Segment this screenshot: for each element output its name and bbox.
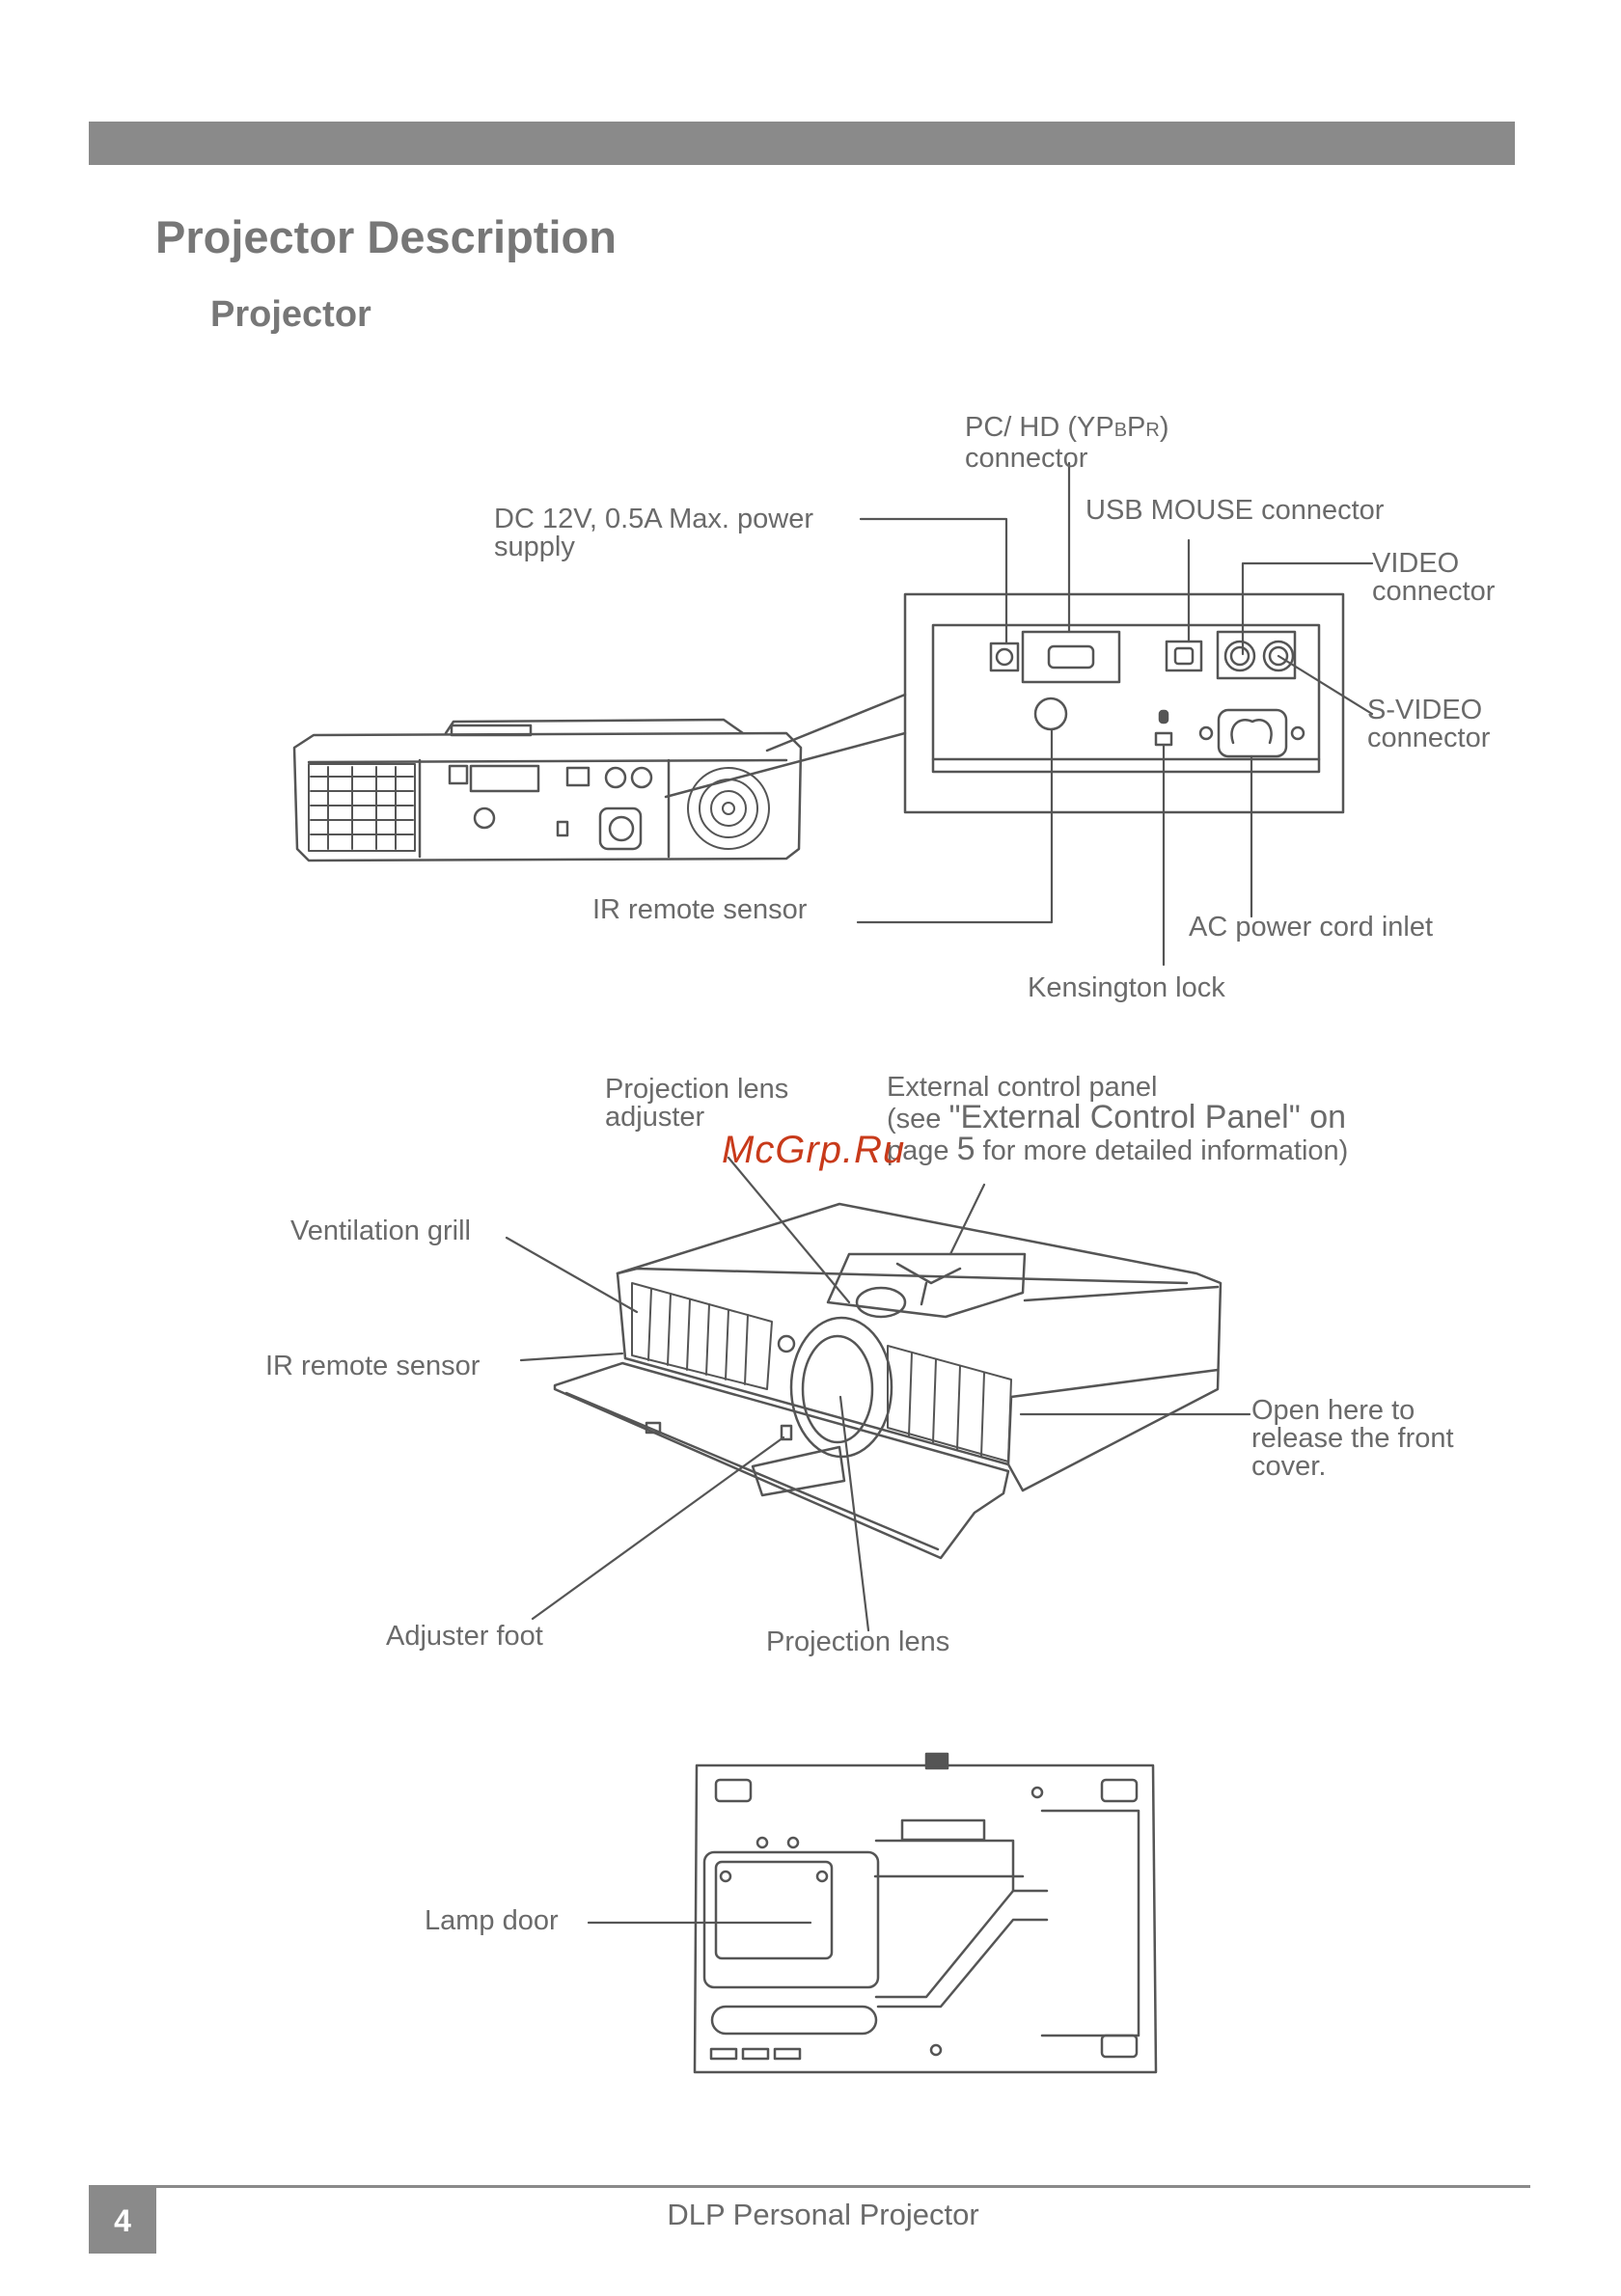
svideo-jack bbox=[1262, 640, 1295, 672]
header-bar bbox=[89, 122, 1515, 165]
page-number: 4 bbox=[89, 2188, 156, 2254]
kensington-lock-label: Kensington lock bbox=[1028, 972, 1225, 1003]
lamp-door-label: Lamp door bbox=[425, 1905, 559, 1936]
dc-power-jack bbox=[989, 642, 1020, 672]
footer-rule bbox=[89, 2185, 1530, 2188]
kensington-slot bbox=[1154, 731, 1173, 747]
ventilation-grill-label: Ventilation grill bbox=[290, 1216, 471, 1246]
section-title: Projector Description bbox=[155, 211, 617, 262]
vga-connector bbox=[1047, 644, 1095, 670]
rear-left-vent bbox=[308, 763, 416, 852]
front-view-drawing bbox=[553, 1202, 1223, 1560]
projection-lens-ring bbox=[789, 1316, 893, 1459]
rear-fan-grill bbox=[687, 767, 770, 850]
ir-remote-sensor-front-label: IR remote sensor bbox=[265, 1351, 481, 1381]
front-cover-release-label: Open here to release the front cover. bbox=[1251, 1395, 1454, 1482]
external-control-panel-label: External control panel(see "External Con… bbox=[887, 1072, 1349, 1167]
adjuster-foot-label: Adjuster foot bbox=[386, 1621, 543, 1652]
pc-hd-connector-label: PC/ HD (YPBPR)connector bbox=[965, 412, 1169, 474]
front-vent-grill bbox=[631, 1282, 1012, 1462]
subsection-title: Projector bbox=[210, 294, 371, 335]
ir-sensor-front bbox=[777, 1334, 796, 1353]
ir-sensor-rear bbox=[1033, 697, 1068, 731]
svideo-connector-label: S-VIDEO connector bbox=[1367, 695, 1491, 753]
video-jack bbox=[1223, 640, 1256, 672]
projection-lens-label: Projection lens bbox=[766, 1626, 950, 1657]
watermark: McGrp.Ru bbox=[722, 1129, 906, 1171]
usb-port bbox=[1165, 640, 1203, 672]
document-title: DLP Personal Projector bbox=[667, 2198, 979, 2231]
lens-adjuster-label: Projection lens adjuster bbox=[605, 1074, 789, 1133]
rear-view-drawing bbox=[292, 693, 907, 862]
usb-mouse-label: USB MOUSE connector bbox=[1085, 495, 1385, 526]
rear-panel-zoom bbox=[903, 592, 1345, 814]
lamp-door bbox=[702, 1850, 880, 1989]
dc-power-label: DC 12V, 0.5A Max. power supply bbox=[494, 504, 813, 562]
ac-inlet bbox=[1217, 708, 1288, 758]
adjuster-foot-knob bbox=[780, 1424, 793, 1441]
video-connector-label: VIDEO connector bbox=[1372, 548, 1496, 607]
external-control-panel bbox=[826, 1252, 1027, 1319]
bottom-view-drawing bbox=[693, 1752, 1158, 2074]
ir-remote-sensor-rear-label: IR remote sensor bbox=[592, 894, 808, 925]
ac-power-inlet-label: AC power cord inlet bbox=[1189, 912, 1434, 943]
